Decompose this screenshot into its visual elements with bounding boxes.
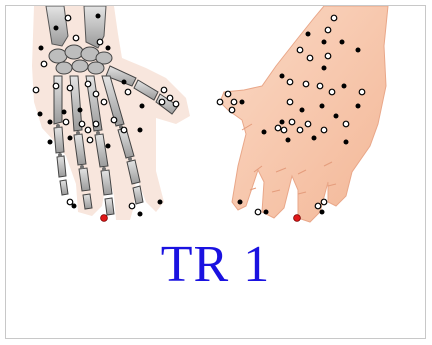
illustration-frame: TR 1 bbox=[5, 5, 426, 339]
active-point-left bbox=[101, 215, 108, 222]
point-name-label: TR 1 bbox=[6, 235, 425, 295]
skin-hand-silhouette bbox=[220, 6, 388, 222]
skeleton-hand-illustration bbox=[32, 6, 190, 220]
skin-hand-illustration bbox=[220, 6, 388, 222]
active-point-right bbox=[294, 215, 301, 222]
